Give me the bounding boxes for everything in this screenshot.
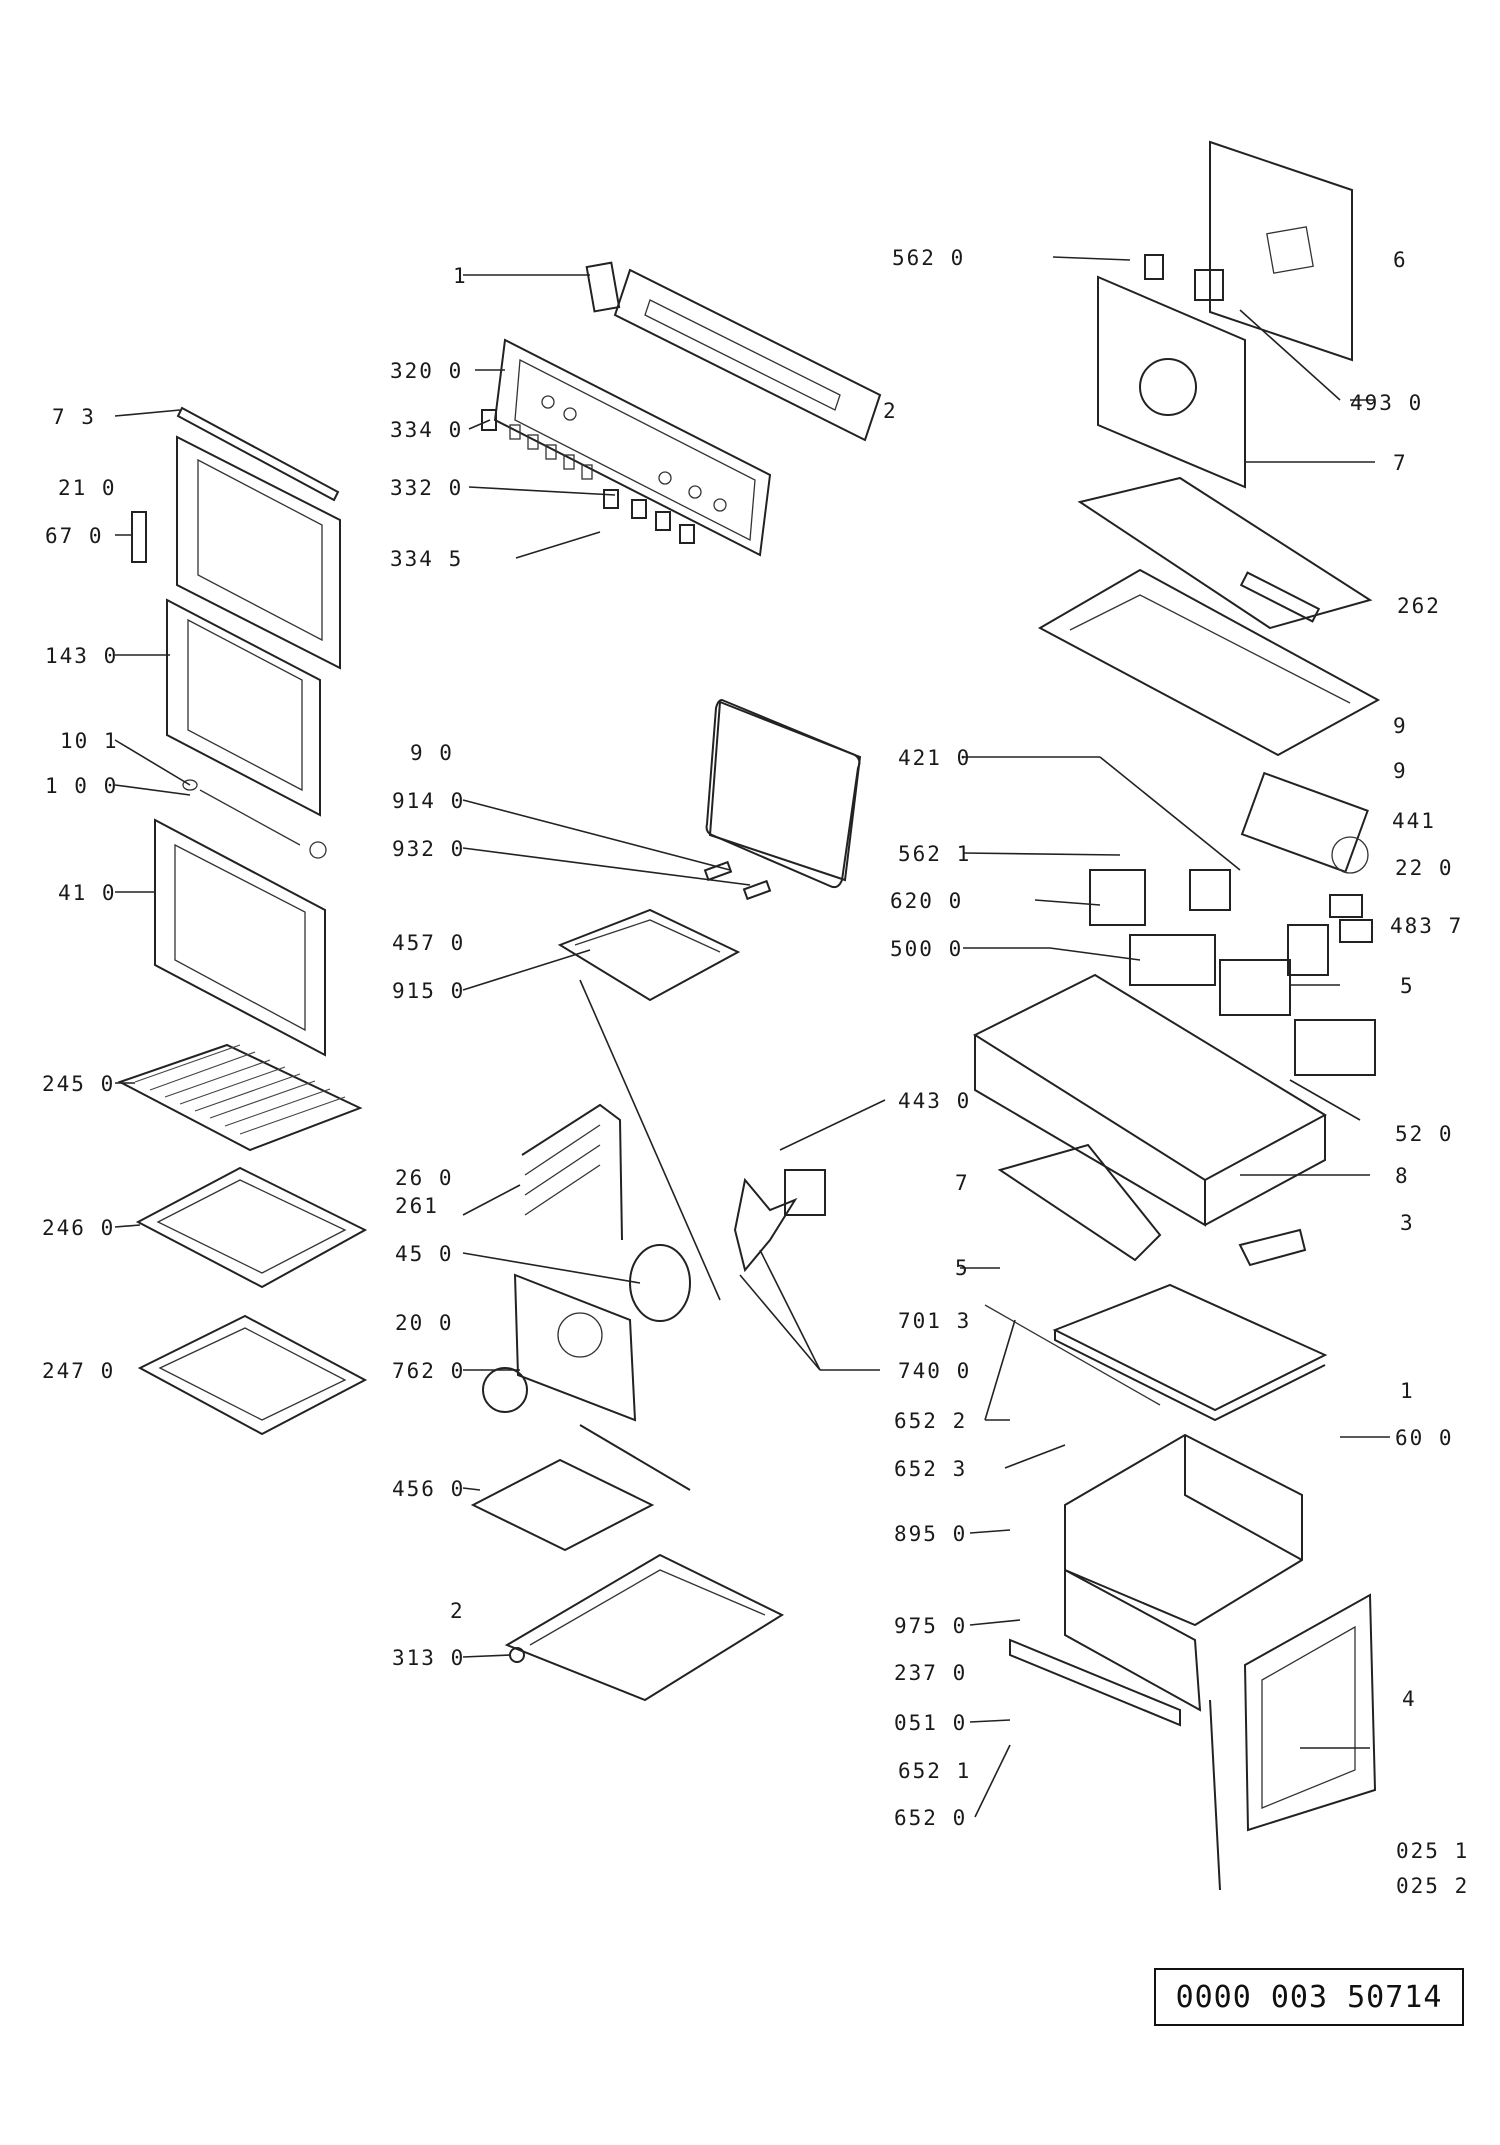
label-4: 4 xyxy=(1402,1687,1417,1711)
label-261: 261 xyxy=(395,1194,439,1218)
label-0252: 025 2 xyxy=(1396,1874,1469,1898)
label-6522: 652 2 xyxy=(894,1409,967,1433)
label-45: 45 0 xyxy=(395,1242,454,1266)
label-70: 7 3 xyxy=(52,405,96,429)
label-7: 7 xyxy=(1393,451,1408,475)
label-262: 262 xyxy=(1397,594,1441,618)
label-8: 8 xyxy=(1395,1164,1410,1188)
label-5: 5 xyxy=(1400,974,1415,998)
label-701: 701 3 xyxy=(898,1309,971,1333)
label-500: 500 0 xyxy=(890,937,963,961)
label-313: 313 0 xyxy=(392,1646,465,1670)
label-443: 443 0 xyxy=(898,1089,971,1113)
label-101: 10 1 xyxy=(60,729,119,753)
label-2-top: 2 xyxy=(883,399,898,423)
label-220: 22 0 xyxy=(1395,856,1454,880)
label-332: 332 0 xyxy=(390,476,463,500)
label-4837: 483 7 xyxy=(1390,914,1463,938)
label-5621: 562 1 xyxy=(898,842,971,866)
label-457: 457 0 xyxy=(392,931,465,955)
label-915: 915 0 xyxy=(392,979,465,1003)
label-740: 740 0 xyxy=(898,1359,971,1383)
label-975: 975 0 xyxy=(894,1614,967,1638)
racks-trays-group xyxy=(117,1043,368,1436)
label-60: 60 0 xyxy=(1395,1426,1454,1450)
label-051: 051 0 xyxy=(894,1711,967,1735)
label-247: 247 0 xyxy=(42,1359,115,1383)
label-26: 26 0 xyxy=(395,1166,454,1190)
label-245: 245 0 xyxy=(42,1072,115,1096)
label-3345: 334 5 xyxy=(390,547,463,571)
label-670: 67 0 xyxy=(45,524,104,548)
door-group xyxy=(131,406,341,1057)
label-334: 334 0 xyxy=(390,418,463,442)
center-elements-group xyxy=(470,698,862,1702)
document-number-box: 0000 003 50714 xyxy=(1154,1968,1464,2026)
label-914: 914 0 xyxy=(392,789,465,813)
label-20: 20 0 xyxy=(395,1311,454,1335)
label-441: 441 xyxy=(1392,809,1436,833)
document-number: 0000 003 50714 xyxy=(1175,1979,1443,2015)
label-143: 143 0 xyxy=(45,644,118,668)
part-labels: 1 320 0 334 0 332 0 334 5 2 7 3 21 0 67 … xyxy=(42,246,1469,1898)
label-652: 652 0 xyxy=(894,1806,967,1830)
label-1: 1 xyxy=(453,264,468,288)
label-210: 21 0 xyxy=(58,476,117,500)
label-6523: 652 3 xyxy=(894,1457,967,1481)
label-620: 620 0 xyxy=(890,889,963,913)
electrics-group xyxy=(1089,771,1376,1076)
label-320: 320 0 xyxy=(390,359,463,383)
label-4930: 493 0 xyxy=(1350,391,1423,415)
label-237: 237 0 xyxy=(894,1661,967,1685)
label-895: 895 0 xyxy=(894,1522,967,1546)
label-421: 421 0 xyxy=(898,746,971,770)
leader-lines xyxy=(114,256,1390,1818)
label-100: 1 0 0 xyxy=(45,774,118,798)
label-90: 9 0 xyxy=(410,741,454,765)
label-9b: 9 xyxy=(1393,759,1408,783)
label-456: 456 0 xyxy=(392,1477,465,1501)
label-41: 41 0 xyxy=(58,881,117,905)
label-6: 6 xyxy=(1393,248,1408,272)
housing-group xyxy=(972,973,1377,1891)
label-762: 762 0 xyxy=(392,1359,465,1383)
label-7b: 7 xyxy=(955,1171,970,1195)
right-panels-group xyxy=(1037,140,1381,757)
label-52: 52 0 xyxy=(1395,1122,1454,1146)
label-246: 246 0 xyxy=(42,1216,115,1240)
label-932: 932 0 xyxy=(392,837,465,861)
label-9a: 9 xyxy=(1393,714,1408,738)
label-2-bottom: 2 xyxy=(450,1599,465,1623)
label-3: 3 xyxy=(1400,1211,1415,1235)
label-562a: 562 0 xyxy=(892,246,965,270)
label-0251: 025 1 xyxy=(1396,1839,1469,1863)
label-6521: 652 1 xyxy=(898,1759,971,1783)
label-5b: 5 xyxy=(955,1256,970,1280)
control-panel-group xyxy=(481,261,882,557)
label-1b: 1 xyxy=(1400,1379,1415,1403)
